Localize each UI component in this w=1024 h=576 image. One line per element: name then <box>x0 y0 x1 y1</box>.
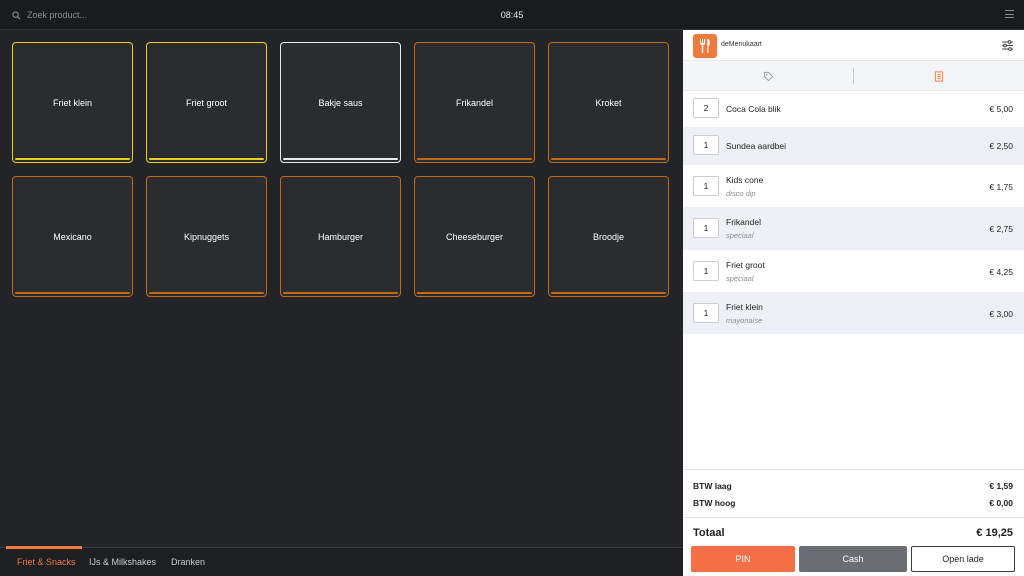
order-panel: deMenukaart 2 <box>683 30 1024 576</box>
item-price: € 3,00 <box>989 309 1013 319</box>
product-grid: Friet klein Friet groot Bakje saus Frika… <box>12 42 672 297</box>
panel-header: deMenukaart <box>683 30 1024 61</box>
product-label: Kroket <box>595 97 622 108</box>
order-item[interactable]: 1 Friet groot speciaal € 4,25 <box>683 250 1024 292</box>
item-name: Coca Cola blik <box>726 104 781 114</box>
product-label: Hamburger <box>317 231 364 242</box>
product-tile-frikandel[interactable]: Frikandel <box>414 42 535 163</box>
search-input[interactable] <box>27 10 227 20</box>
item-modifier: speciaal <box>726 274 754 283</box>
order-total: Totaal € 19,25 <box>683 517 1024 546</box>
menu-icon[interactable] <box>1005 10 1014 18</box>
item-price: € 2,75 <box>989 224 1013 234</box>
category-tab-friet-snacks[interactable]: Friet & Snacks <box>17 557 76 567</box>
cutlery-icon <box>700 39 710 53</box>
item-modifier: mayonaise <box>726 316 763 325</box>
cash-button[interactable]: Cash <box>799 546 907 572</box>
tag-icon <box>763 71 773 81</box>
active-category-indicator <box>6 546 82 549</box>
quantity-field[interactable]: 1 <box>693 176 719 196</box>
brand-name: deMenukaart <box>721 41 762 48</box>
settings-sliders-icon[interactable] <box>1001 39 1014 52</box>
quantity-field[interactable]: 2 <box>693 98 719 118</box>
search-bar[interactable] <box>12 0 227 30</box>
product-tile-kipnuggets[interactable]: Kipnuggets <box>146 176 267 297</box>
search-icon <box>12 10 21 19</box>
item-modifier: disco dip <box>726 189 756 198</box>
product-tile-broodje[interactable]: Broodje <box>548 176 669 297</box>
product-label: Kipnuggets <box>183 231 230 242</box>
product-tile-hamburger[interactable]: Hamburger <box>280 176 401 297</box>
product-tile-friet-klein[interactable]: Friet klein <box>12 42 133 163</box>
tab-discounts[interactable] <box>683 61 853 91</box>
item-name: Friet klein <box>726 302 763 312</box>
product-tile-bakje-saus[interactable]: Bakje saus <box>280 42 401 163</box>
total-value: € 19,25 <box>976 527 1013 539</box>
product-tile-kroket[interactable]: Kroket <box>548 42 669 163</box>
order-item[interactable]: 2 Coca Cola blik € 5,00 <box>683 91 1024 127</box>
order-list: 2 Coca Cola blik € 5,00 1 Sundea aardbei… <box>683 91 1024 334</box>
item-price: € 1,75 <box>989 182 1013 192</box>
quantity-field[interactable]: 1 <box>693 218 719 238</box>
item-price: € 5,00 <box>989 104 1013 114</box>
total-label: Totaal <box>693 527 725 539</box>
item-price: € 4,25 <box>989 267 1013 277</box>
order-item[interactable]: 1 Friet klein mayonaise € 3,00 <box>683 292 1024 334</box>
quantity-field[interactable]: 1 <box>693 303 719 323</box>
tab-receipt[interactable] <box>854 61 1024 91</box>
tax-summary: BTW laag € 1,59 BTW hoog € 0,00 <box>683 469 1024 517</box>
item-name: Frikandel <box>726 217 761 227</box>
category-tab-ijs-milkshakes[interactable]: IJs & Milkshakes <box>89 557 157 567</box>
pin-button[interactable]: PIN <box>691 546 795 572</box>
product-tile-friet-groot[interactable]: Friet groot <box>146 42 267 163</box>
order-item[interactable]: 1 Sundea aardbei € 2,50 <box>683 127 1024 165</box>
btw-hoog-label: BTW hoog <box>693 498 736 508</box>
btw-laag-label: BTW laag <box>693 481 732 491</box>
category-bar: Friet & Snacks IJs & Milkshakes Dranken <box>0 546 683 576</box>
item-name: Kids cone <box>726 175 764 185</box>
product-label: Broodje <box>592 231 625 242</box>
order-item[interactable]: 1 Kids cone disco dip € 1,75 <box>683 165 1024 207</box>
product-tile-cheeseburger[interactable]: Cheeseburger <box>414 176 535 297</box>
product-label: Mexicano <box>53 231 92 242</box>
product-tile-mexicano[interactable]: Mexicano <box>12 176 133 297</box>
item-name: Sundea aardbei <box>726 141 787 151</box>
product-label: Bakje saus <box>318 97 363 108</box>
item-modifier: speciaal <box>726 231 754 240</box>
product-label: Cheeseburger <box>445 231 504 242</box>
receipt-icon <box>934 70 944 82</box>
item-name: Friet groot <box>726 260 765 270</box>
btw-hoog-value: € 0,00 <box>989 498 1013 508</box>
btw-laag-value: € 1,59 <box>989 481 1013 491</box>
product-label: Friet klein <box>52 97 92 108</box>
tab-divider <box>853 68 854 84</box>
quantity-field[interactable]: 1 <box>693 135 719 155</box>
top-bar: 08:45 <box>0 0 1024 30</box>
quantity-field[interactable]: 1 <box>693 261 719 281</box>
category-tab-dranken[interactable]: Dranken <box>171 557 206 567</box>
panel-tabs <box>683 61 1024 91</box>
order-item[interactable]: 1 Frikandel speciaal € 2,75 <box>683 207 1024 250</box>
product-label: Frikandel <box>455 97 493 108</box>
logo <box>693 34 717 58</box>
item-price: € 2,50 <box>989 141 1013 151</box>
open-drawer-button[interactable]: Open lade <box>911 546 1015 572</box>
product-label: Friet groot <box>185 97 227 108</box>
